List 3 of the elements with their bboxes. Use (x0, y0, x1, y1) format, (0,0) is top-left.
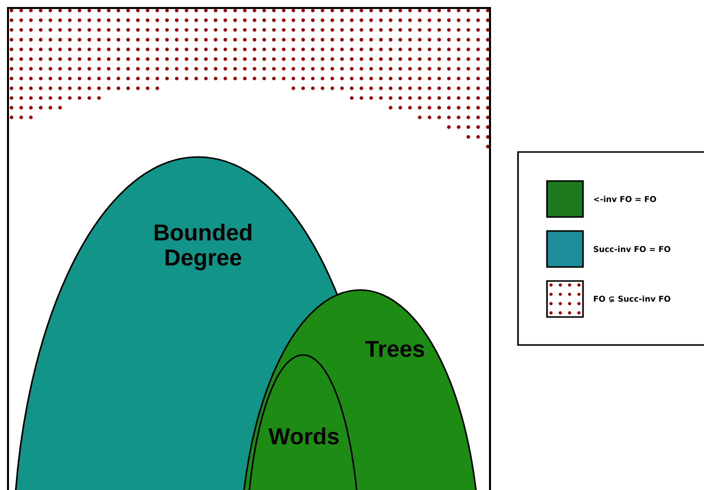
legend-label: <-inv FO = FO (594, 196, 656, 202)
legend-label: Succ-inv FO = FO (594, 246, 670, 252)
legend-label: FO ⊊ Succ-inv FO (594, 296, 670, 302)
